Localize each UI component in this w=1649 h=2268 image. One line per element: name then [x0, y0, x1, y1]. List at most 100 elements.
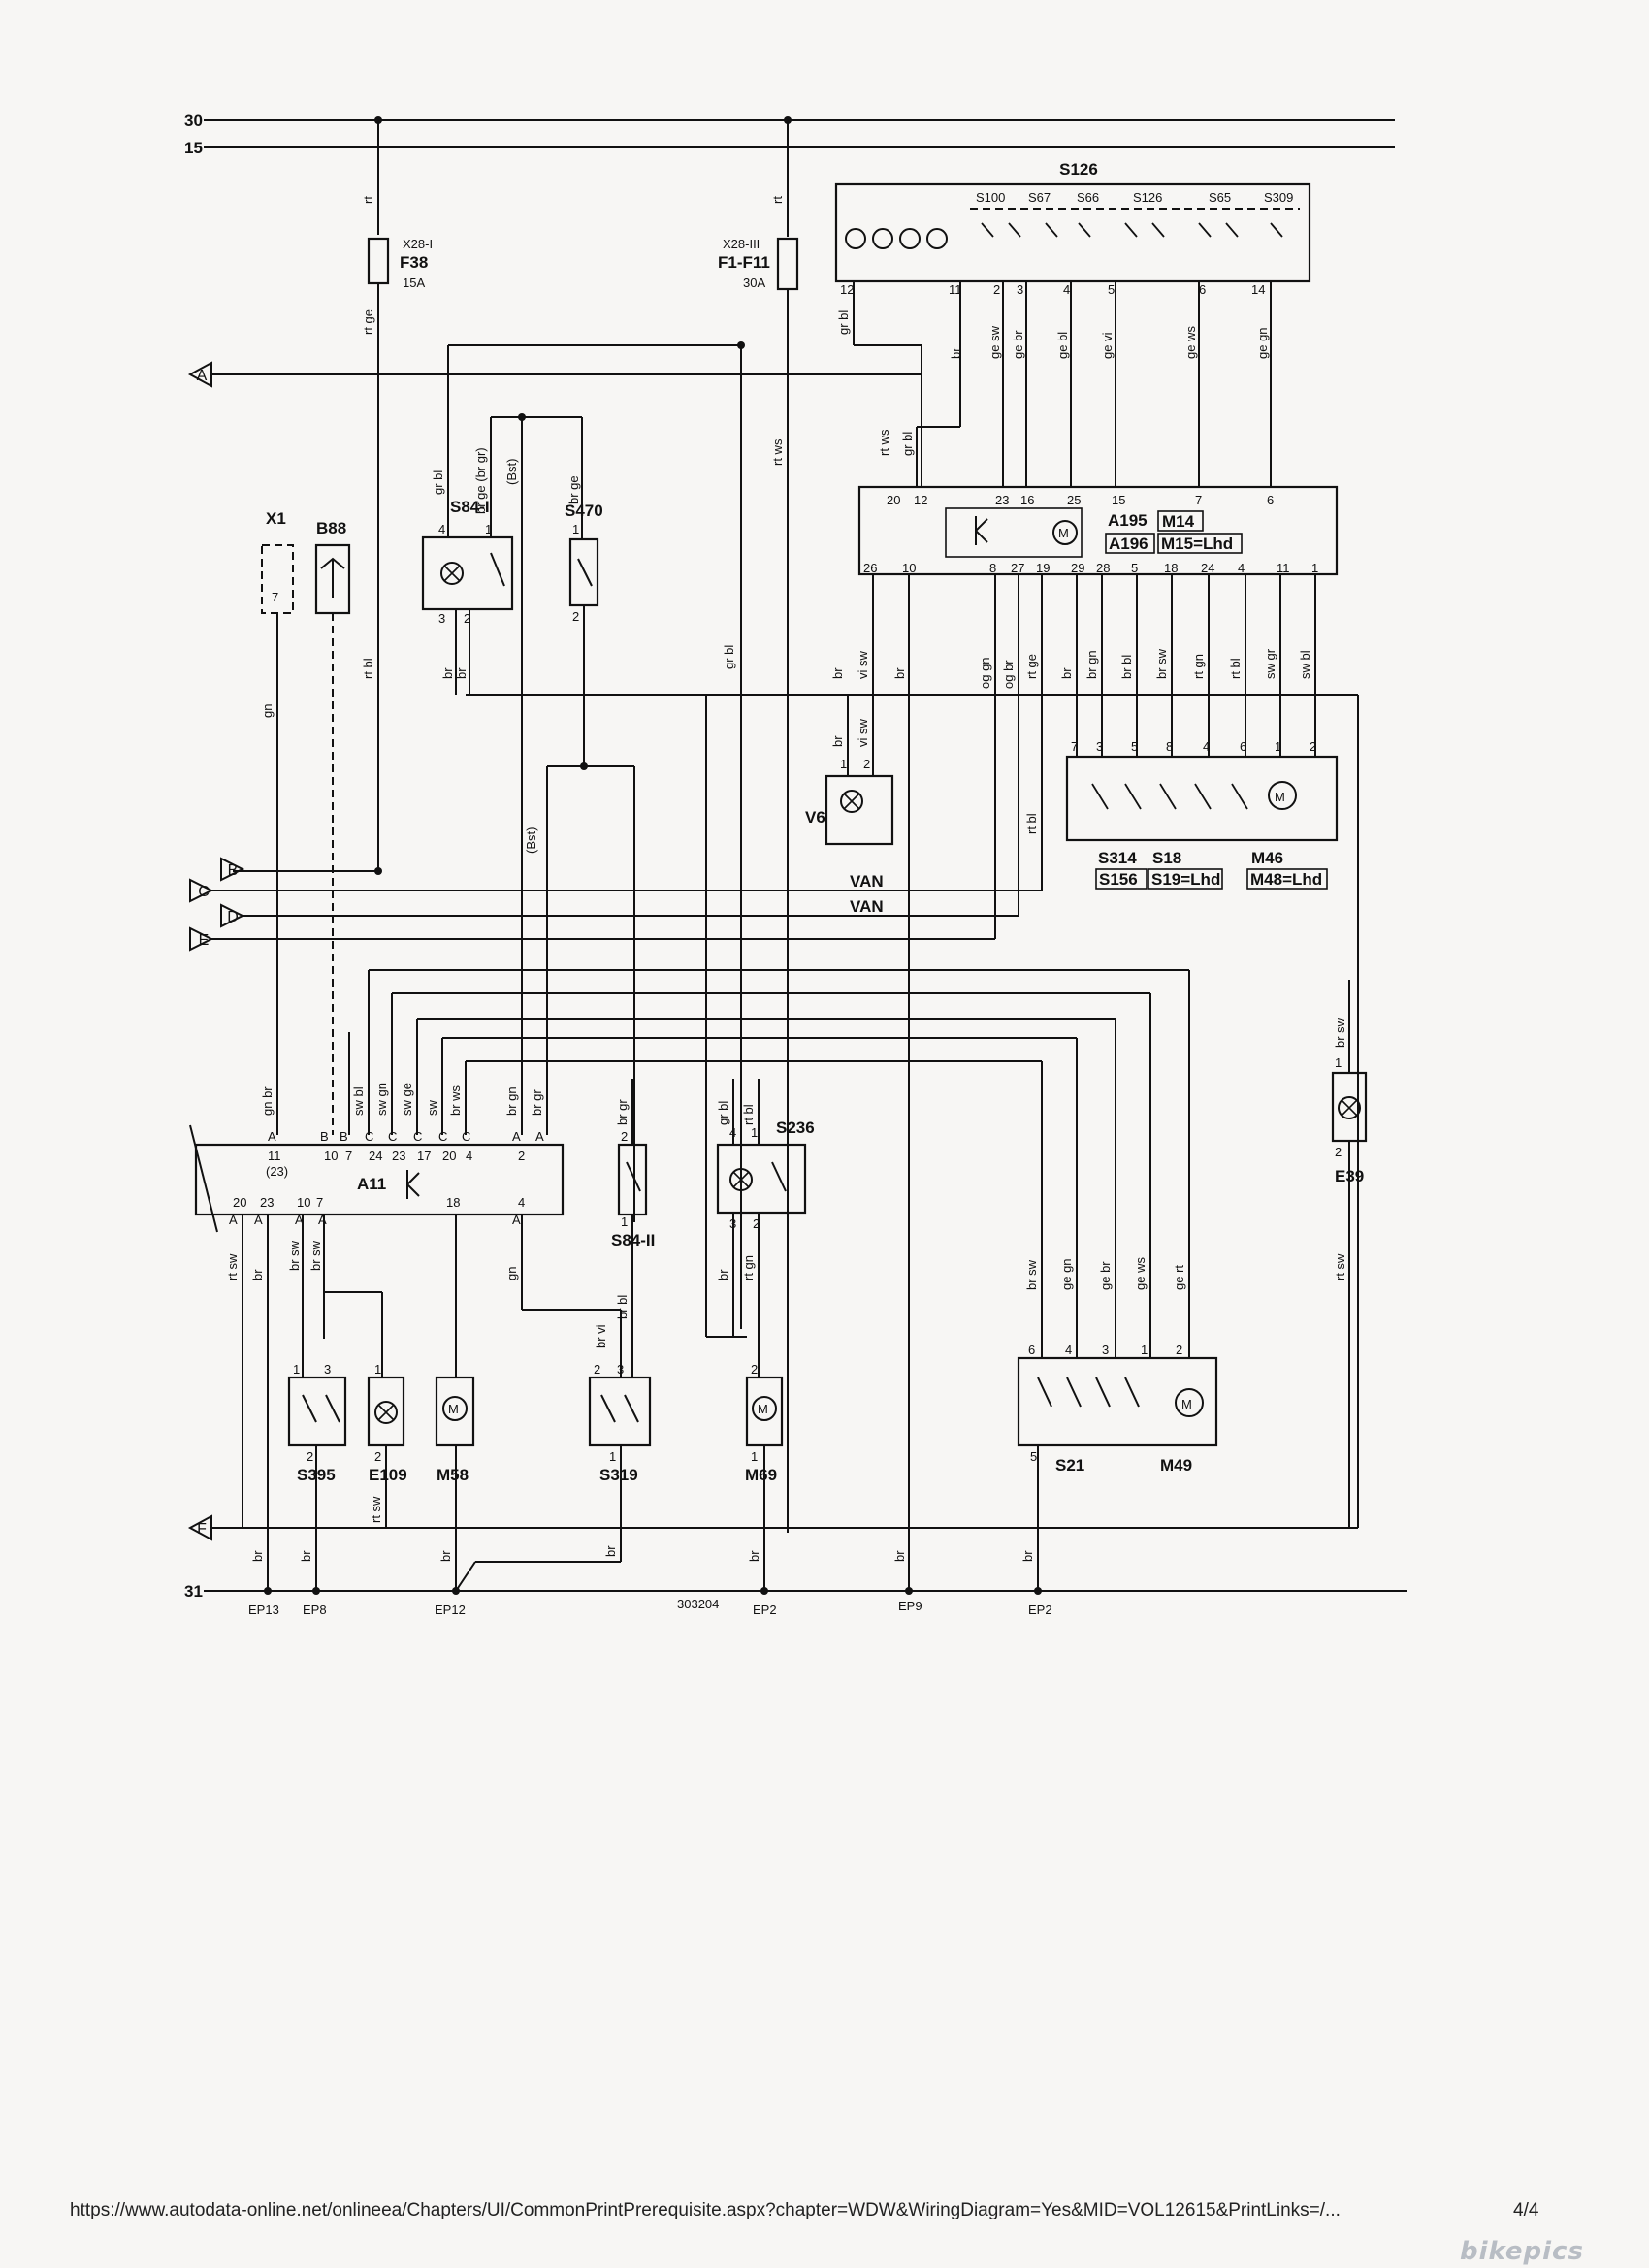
m69-label: M69 [745, 1466, 777, 1484]
svg-text:rt sw: rt sw [225, 1253, 240, 1280]
svg-text:7: 7 [1071, 739, 1078, 754]
svg-text:gn: gn [504, 1267, 519, 1280]
svg-text:D: D [227, 909, 239, 925]
m48-label: M48=Lhd [1250, 870, 1322, 889]
svg-text:br: br [603, 1545, 618, 1557]
footer-url[interactable]: https://www.autodata-online.net/onlineea… [70, 2200, 1341, 2220]
svg-text:ge rt: ge rt [1172, 1265, 1186, 1290]
svg-text:br ge (br gr): br ge (br gr) [473, 447, 488, 514]
svg-text:br: br [438, 1550, 453, 1562]
svg-text:rt: rt [770, 196, 785, 204]
fuse-f1-rating: 30A [743, 275, 765, 290]
svg-text:17: 17 [417, 1149, 431, 1163]
svg-text:br: br [250, 1269, 265, 1280]
fuse-f1-f11 [776, 237, 799, 291]
reference-number: 303204 [677, 1597, 719, 1611]
svg-text:12: 12 [840, 282, 854, 297]
connector-c [189, 878, 214, 903]
svg-text:A: A [535, 1129, 544, 1144]
svg-text:B: B [228, 862, 239, 879]
s21-box [1017, 1356, 1218, 1447]
svg-text:A: A [512, 1213, 521, 1227]
svg-text:10: 10 [297, 1195, 310, 1210]
svg-text:A: A [268, 1129, 276, 1144]
svg-text:vi sw: vi sw [856, 651, 870, 680]
s314-box [1065, 755, 1339, 842]
s126-box [834, 182, 1311, 283]
svg-text:23: 23 [392, 1149, 405, 1163]
bus-15-label: 15 [184, 139, 203, 157]
svg-text:7: 7 [1195, 493, 1202, 507]
svg-text:1: 1 [1275, 739, 1281, 754]
svg-text:sw: sw [425, 1100, 439, 1117]
svg-text:ge ws: ge ws [1183, 326, 1198, 359]
svg-text:3: 3 [1096, 739, 1103, 754]
connector-f [187, 1514, 212, 1541]
svg-text:ge br: ge br [1098, 1261, 1113, 1290]
svg-text:B: B [320, 1129, 329, 1144]
svg-text:gr bl: gr bl [836, 310, 851, 335]
van-label-2: VAN [850, 897, 884, 916]
s470-label: S470 [565, 502, 603, 520]
svg-text:rt gn: rt gn [1191, 654, 1206, 679]
svg-text:br gr: br gr [530, 1089, 544, 1116]
s21-label: S21 [1055, 1456, 1084, 1474]
svg-text:br bl: br bl [1119, 655, 1134, 679]
svg-text:M: M [758, 1402, 768, 1416]
svg-text:10: 10 [902, 561, 916, 575]
svg-text:br: br [1020, 1550, 1035, 1562]
svg-text:rt: rt [361, 196, 375, 204]
svg-text:26: 26 [863, 561, 877, 575]
svg-text:sw ge: sw ge [400, 1083, 414, 1116]
svg-text:S67: S67 [1028, 190, 1051, 205]
s84ii-label: S84-II [611, 1231, 655, 1249]
svg-text:4: 4 [1063, 282, 1070, 297]
svg-text:3: 3 [438, 611, 445, 626]
svg-text:24: 24 [369, 1149, 382, 1163]
m58-label: M58 [436, 1466, 469, 1484]
s19-label: S19=Lhd [1151, 870, 1220, 889]
svg-text:23: 23 [995, 493, 1009, 507]
x1-label: X1 [266, 509, 286, 528]
svg-text:1: 1 [485, 522, 492, 536]
m14-label: M14 [1162, 512, 1195, 531]
svg-text:br sw: br sw [287, 1240, 302, 1271]
svg-text:sw bl: sw bl [351, 1086, 366, 1116]
svg-text:5: 5 [1030, 1449, 1037, 1464]
s319-box [588, 1376, 652, 1447]
svg-text:rt sw: rt sw [369, 1496, 383, 1523]
svg-text:27: 27 [1011, 561, 1024, 575]
s18-label: S18 [1152, 849, 1181, 867]
svg-text:ge ws: ge ws [1133, 1257, 1148, 1290]
s314-label: S314 [1098, 849, 1137, 867]
svg-text:vi sw: vi sw [856, 719, 870, 748]
svg-text:br: br [440, 667, 455, 679]
svg-text:11: 11 [949, 282, 962, 297]
svg-text:gn br: gn br [260, 1086, 275, 1116]
a195-module [857, 485, 1339, 576]
svg-text:M: M [1181, 1397, 1192, 1411]
watermark-logo: bikepics [1460, 2237, 1584, 2266]
svg-text:1: 1 [1141, 1343, 1148, 1357]
svg-text:ge bl: ge bl [1055, 332, 1070, 359]
svg-text:ge sw: ge sw [987, 325, 1002, 359]
svg-text:10: 10 [324, 1149, 338, 1163]
svg-text:3: 3 [1017, 282, 1023, 297]
svg-text:4: 4 [1065, 1343, 1072, 1357]
svg-text:rt bl: rt bl [1228, 658, 1243, 679]
svg-text:2: 2 [374, 1449, 381, 1464]
svg-text:16: 16 [1020, 493, 1034, 507]
svg-text:ge gn: ge gn [1059, 1258, 1074, 1290]
svg-text:2: 2 [621, 1129, 628, 1144]
svg-text:6: 6 [1267, 493, 1274, 507]
a195-label: A195 [1108, 511, 1148, 530]
a11-module [194, 1143, 565, 1216]
svg-text:br gn: br gn [1084, 650, 1099, 679]
svg-text:br: br [949, 347, 963, 359]
svg-text:ge vi: ge vi [1100, 332, 1115, 359]
svg-text:gr bl: gr bl [716, 1101, 730, 1125]
svg-text:rt bl: rt bl [1024, 813, 1039, 834]
s236-box [716, 1143, 807, 1215]
svg-text:A: A [229, 1213, 238, 1227]
